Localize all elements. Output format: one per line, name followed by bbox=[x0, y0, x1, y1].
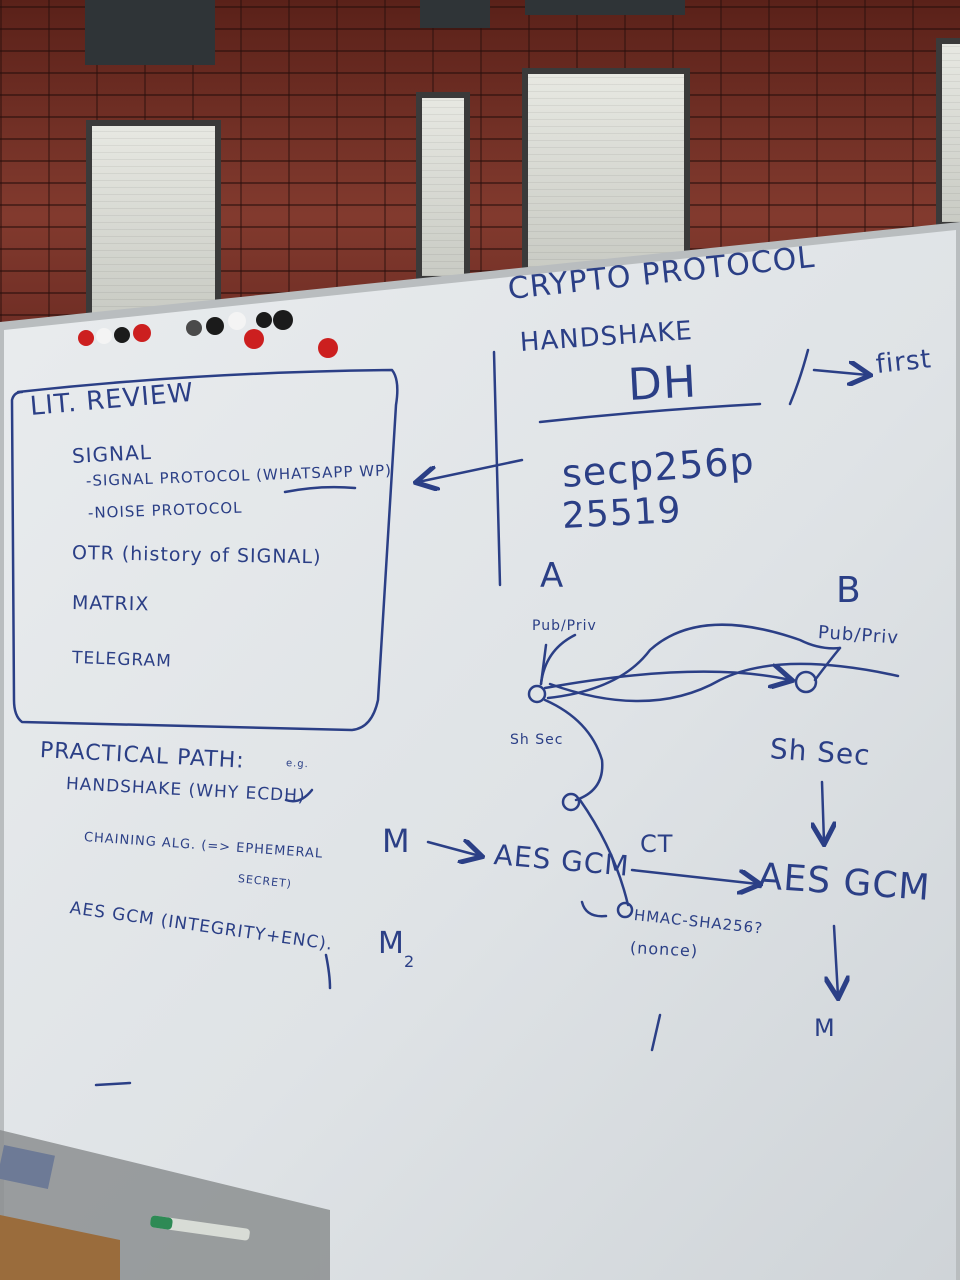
tray-marker bbox=[150, 1215, 250, 1241]
curve-long bbox=[548, 662, 900, 703]
curve-a-to-b bbox=[543, 672, 790, 688]
first-label: first bbox=[874, 344, 934, 380]
dh-label: DH bbox=[626, 356, 699, 411]
m2-subscript: 2 bbox=[404, 952, 416, 971]
lit-item-signal: SIGNAL bbox=[71, 439, 153, 468]
party-b-label: B bbox=[836, 570, 862, 611]
stray-mark-2 bbox=[94, 1081, 132, 1087]
whatsapp-underline bbox=[283, 485, 357, 494]
lit-item-otr: OTR (history of SIGNAL) bbox=[71, 542, 322, 569]
arrow-shsec-b bbox=[822, 780, 824, 842]
tray-marker-cap bbox=[150, 1215, 173, 1230]
m1-label: M bbox=[382, 822, 411, 860]
node-b bbox=[794, 670, 818, 694]
floor bbox=[0, 1215, 120, 1280]
window-mid bbox=[416, 92, 470, 282]
lit-item-matrix: MATRIX bbox=[71, 592, 150, 616]
hmac-bracket bbox=[580, 900, 608, 918]
pubpriv-a-label: Pub/Priv bbox=[532, 618, 597, 634]
arrow-to-lit-review bbox=[418, 458, 524, 482]
window-top-left bbox=[85, 0, 215, 65]
magnets bbox=[78, 310, 338, 358]
lit-review-box bbox=[10, 368, 399, 732]
curve-b-to-a bbox=[546, 623, 842, 700]
board-surface bbox=[4, 230, 956, 1280]
arrow-m-aes bbox=[426, 842, 480, 856]
m-out-label: M bbox=[814, 1014, 836, 1042]
window-left bbox=[86, 120, 221, 320]
ct-label: CT bbox=[640, 830, 674, 858]
shsec-a-label: Sh Sec bbox=[510, 732, 564, 748]
node-a bbox=[527, 684, 547, 704]
practical-item-eg: e.g. bbox=[285, 758, 310, 771]
window-far-right bbox=[936, 38, 960, 228]
node-a-2 bbox=[561, 792, 581, 812]
window-top-mid bbox=[420, 0, 490, 28]
node-a-3 bbox=[616, 901, 634, 919]
stray-mark-1 bbox=[650, 1013, 662, 1052]
dh-underline bbox=[538, 402, 762, 424]
m2-label: M bbox=[378, 926, 405, 961]
stray-mark-3 bbox=[324, 953, 332, 990]
window-right bbox=[522, 68, 690, 273]
a-pubpriv-line-2 bbox=[539, 643, 548, 686]
a-down-line bbox=[578, 798, 630, 907]
curve-25519: 25519 bbox=[560, 489, 683, 537]
arrow-ct bbox=[630, 868, 758, 884]
shsec-b-label: Sh Sec bbox=[768, 732, 872, 772]
arrow-first bbox=[812, 370, 868, 375]
divider-line bbox=[492, 350, 502, 587]
a-to-shsec bbox=[543, 698, 604, 802]
arrow-aes-m bbox=[834, 924, 838, 996]
window-top-right bbox=[525, 0, 685, 15]
handshake-underline bbox=[284, 788, 314, 803]
b-pubpriv-line bbox=[813, 646, 842, 682]
board-eraser bbox=[0, 1144, 55, 1190]
dh-bracket bbox=[788, 348, 810, 406]
lit-item-telegram: TELEGRAM bbox=[71, 648, 173, 672]
party-a-label: A bbox=[540, 556, 565, 596]
nonce-label: (nonce) bbox=[629, 938, 699, 961]
